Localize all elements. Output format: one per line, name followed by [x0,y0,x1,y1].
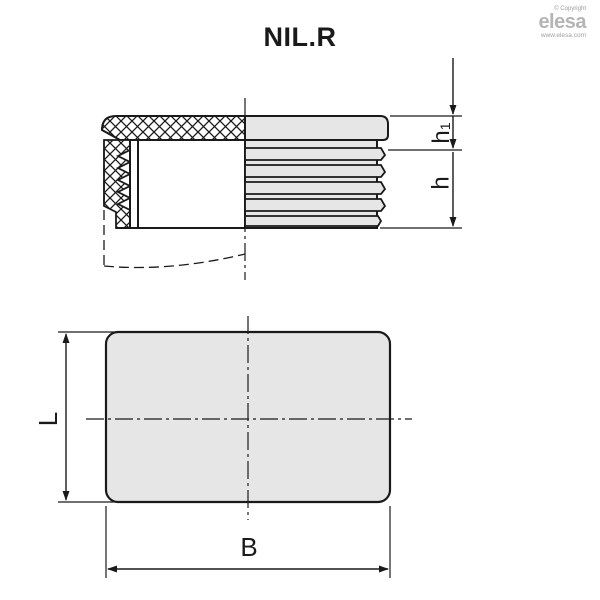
top-view [86,316,412,520]
hole-outline-dashed [103,150,246,269]
L-label: L [33,412,63,426]
elesa-logo: © Copyright elesa www.elesa.com [526,6,586,39]
logo-copyright: © Copyright [554,6,586,12]
h-label: h [428,176,455,189]
length-dimension: L [33,331,114,503]
width-dimension: B [105,506,391,578]
section-wall [103,139,133,229]
cap-head-exterior [244,115,389,141]
side-view [100,98,389,280]
section-head [100,115,246,141]
logo-url: www.elesa.com [540,32,586,39]
height-dimensions: h1 h [380,58,462,229]
logo-brand: elesa [538,11,586,33]
section-inner-wall [129,139,139,229]
drawing-title: NIL.R [263,22,337,52]
B-label: B [240,532,257,562]
h1-subscript: 1 [437,122,453,130]
h1-label: h1 [428,122,455,143]
